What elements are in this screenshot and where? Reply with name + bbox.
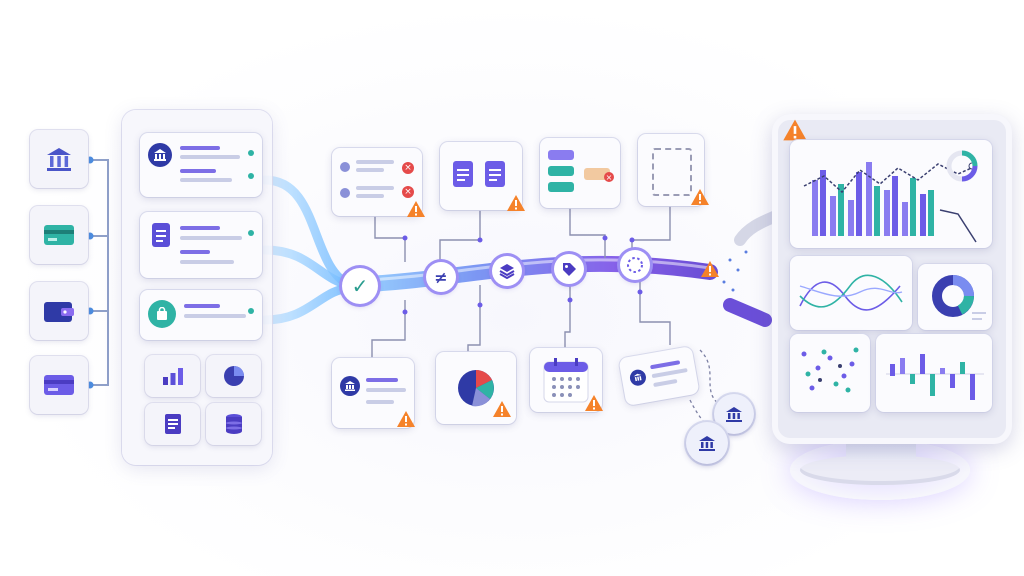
empty-record-card[interactable] [638, 134, 704, 206]
document-icon [152, 223, 170, 247]
source-credit-card[interactable] [30, 206, 88, 264]
stray-record-card[interactable] [618, 345, 700, 407]
error-icon: × [402, 186, 414, 198]
pending-node[interactable] [620, 250, 650, 280]
error-icon: × [604, 172, 614, 182]
bar-chart-icon [162, 368, 183, 385]
warning-icon [585, 395, 603, 411]
pie-chart-icon [223, 366, 244, 386]
line-chart-widget [790, 256, 912, 330]
duplicate-docs-card[interactable] [440, 142, 522, 210]
ingest-tile-doc[interactable] [145, 403, 200, 445]
database-icon [225, 414, 242, 434]
pie-chart-icon [458, 370, 494, 407]
warning-icon [407, 201, 425, 217]
scatter-widget [790, 334, 870, 412]
source-card[interactable] [30, 356, 88, 414]
donut-widget [918, 264, 992, 330]
dashed-circle-icon [627, 257, 643, 273]
bank-icon [628, 368, 648, 387]
calendar-icon [543, 358, 589, 403]
document-icon [164, 414, 181, 434]
error-icon: × [402, 162, 414, 174]
wallet-icon [44, 302, 74, 322]
ingest-tile-bars[interactable] [145, 355, 200, 397]
bank-icon [340, 376, 360, 396]
not-equal-icon: ≠ [434, 267, 448, 287]
ingest-card-document[interactable] [140, 212, 262, 278]
candlestick-widget [876, 334, 992, 412]
source-bank[interactable] [30, 130, 88, 188]
validation-check-node[interactable]: ✓ [342, 268, 378, 304]
layers-node[interactable] [492, 256, 522, 286]
bank-icon [699, 436, 715, 451]
ingest-card-bank[interactable] [140, 133, 262, 197]
ingest-tile-database[interactable] [206, 403, 261, 445]
bank-coin[interactable] [686, 422, 728, 464]
warning-icon [783, 119, 807, 141]
bank-icon [726, 407, 742, 422]
ingest-tile-pie[interactable] [206, 355, 261, 397]
warning-icon [691, 189, 709, 205]
credit-card-icon [44, 225, 74, 245]
error-list-card[interactable]: × × [332, 148, 422, 216]
document-icon [453, 161, 473, 187]
mismatch-node[interactable]: ≠ [426, 262, 456, 292]
document-icon [485, 161, 505, 187]
schema-mapping-card[interactable]: × [540, 138, 620, 208]
bank-record-card[interactable] [332, 358, 414, 428]
tag-icon [563, 263, 576, 276]
bar-trend-widget [790, 140, 992, 248]
check-icon: ✓ [351, 274, 369, 298]
warning-icon [397, 411, 415, 427]
calendar-card[interactable] [530, 348, 602, 412]
bank-icon [47, 148, 71, 171]
source-wallet[interactable] [30, 282, 88, 340]
tag-node[interactable] [554, 254, 584, 284]
shopping-bag-icon [148, 300, 176, 328]
bank-icon [148, 143, 172, 167]
layers-icon [499, 264, 515, 279]
ingest-card-shopping[interactable] [140, 290, 262, 340]
warning-icon [507, 195, 525, 211]
warning-icon [493, 401, 511, 417]
card-icon [44, 375, 74, 395]
warning-icon [701, 261, 719, 277]
